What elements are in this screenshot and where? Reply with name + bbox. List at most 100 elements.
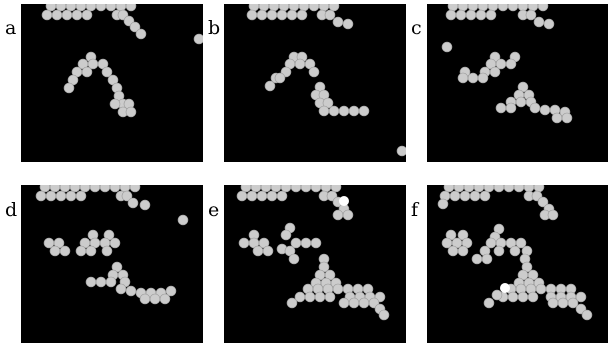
particle-plot-f — [437, 185, 593, 321]
particle — [101, 245, 113, 257]
particle — [246, 9, 258, 21]
particle — [507, 291, 519, 303]
particle — [35, 190, 47, 202]
panel-label-c: c — [411, 17, 422, 39]
panel-b — [224, 4, 406, 162]
particle — [485, 9, 497, 21]
particle — [159, 293, 171, 305]
particle — [49, 245, 61, 257]
particle — [127, 197, 139, 209]
particle — [300, 237, 312, 249]
particle — [535, 283, 547, 295]
particle — [61, 9, 73, 21]
particle — [358, 105, 370, 117]
particle — [497, 4, 509, 12]
particle — [266, 190, 278, 202]
particle — [455, 9, 467, 21]
particle — [457, 245, 469, 257]
particle — [513, 185, 525, 193]
particle — [45, 190, 57, 202]
particle — [533, 16, 545, 28]
particle — [324, 9, 336, 21]
particle — [539, 104, 551, 116]
panel-f — [427, 185, 608, 343]
panel-a — [21, 4, 203, 162]
particle — [457, 72, 469, 84]
highlighted-particle — [500, 283, 510, 293]
particle — [135, 28, 147, 40]
particle — [81, 9, 93, 21]
particle — [115, 283, 127, 295]
particle — [304, 291, 316, 303]
particle — [252, 245, 264, 257]
particle — [575, 291, 587, 303]
particle — [51, 9, 63, 21]
particle — [517, 291, 529, 303]
particle — [75, 190, 87, 202]
particle — [396, 145, 406, 157]
particle — [557, 297, 569, 309]
particle — [441, 41, 453, 53]
particle — [89, 185, 101, 193]
particle — [101, 66, 113, 78]
particle — [469, 190, 481, 202]
particle — [338, 297, 350, 309]
particle — [41, 9, 53, 21]
panel-c — [427, 4, 608, 162]
particle — [507, 4, 519, 12]
particle-plot-c — [441, 4, 573, 124]
particle — [294, 58, 306, 70]
particle — [495, 102, 507, 114]
particle — [95, 4, 107, 12]
panel-e — [224, 185, 406, 343]
particle — [246, 190, 258, 202]
particle — [109, 185, 121, 193]
particle-plot-b — [246, 4, 406, 157]
particle — [543, 18, 555, 30]
particle — [547, 209, 559, 221]
particle — [264, 80, 276, 92]
particle — [324, 291, 336, 303]
particle-plot-d — [35, 185, 189, 305]
particle — [165, 285, 177, 297]
particle — [125, 106, 137, 118]
particle — [493, 245, 505, 257]
particle — [447, 245, 459, 257]
highlighted-particle — [339, 196, 349, 206]
particle — [236, 190, 248, 202]
particle — [308, 66, 320, 78]
particle — [65, 190, 77, 202]
particle — [238, 237, 250, 249]
particle — [308, 4, 320, 12]
particle — [459, 190, 471, 202]
particle — [286, 297, 298, 309]
panel-label-a: a — [5, 17, 17, 39]
particle — [449, 190, 461, 202]
particle — [288, 253, 300, 265]
particle — [314, 291, 326, 303]
particle — [515, 96, 527, 108]
particle — [290, 185, 302, 193]
particle — [256, 190, 268, 202]
particle — [475, 9, 487, 21]
particle — [437, 198, 449, 210]
particle — [483, 297, 495, 309]
particle — [109, 98, 121, 110]
particle — [503, 185, 515, 193]
panel-d — [21, 185, 203, 343]
particle — [328, 4, 340, 12]
particle — [55, 190, 67, 202]
particle — [276, 190, 288, 202]
particle — [491, 289, 503, 301]
particle — [561, 112, 573, 124]
particle — [81, 66, 93, 78]
panel-label-b: b — [208, 17, 221, 39]
particle — [105, 276, 117, 288]
particle — [338, 105, 350, 117]
particle — [125, 285, 137, 297]
particle — [493, 185, 505, 193]
particle — [125, 4, 137, 12]
particle — [481, 253, 493, 265]
particle — [489, 66, 501, 78]
panel-label-e: e — [208, 199, 220, 221]
